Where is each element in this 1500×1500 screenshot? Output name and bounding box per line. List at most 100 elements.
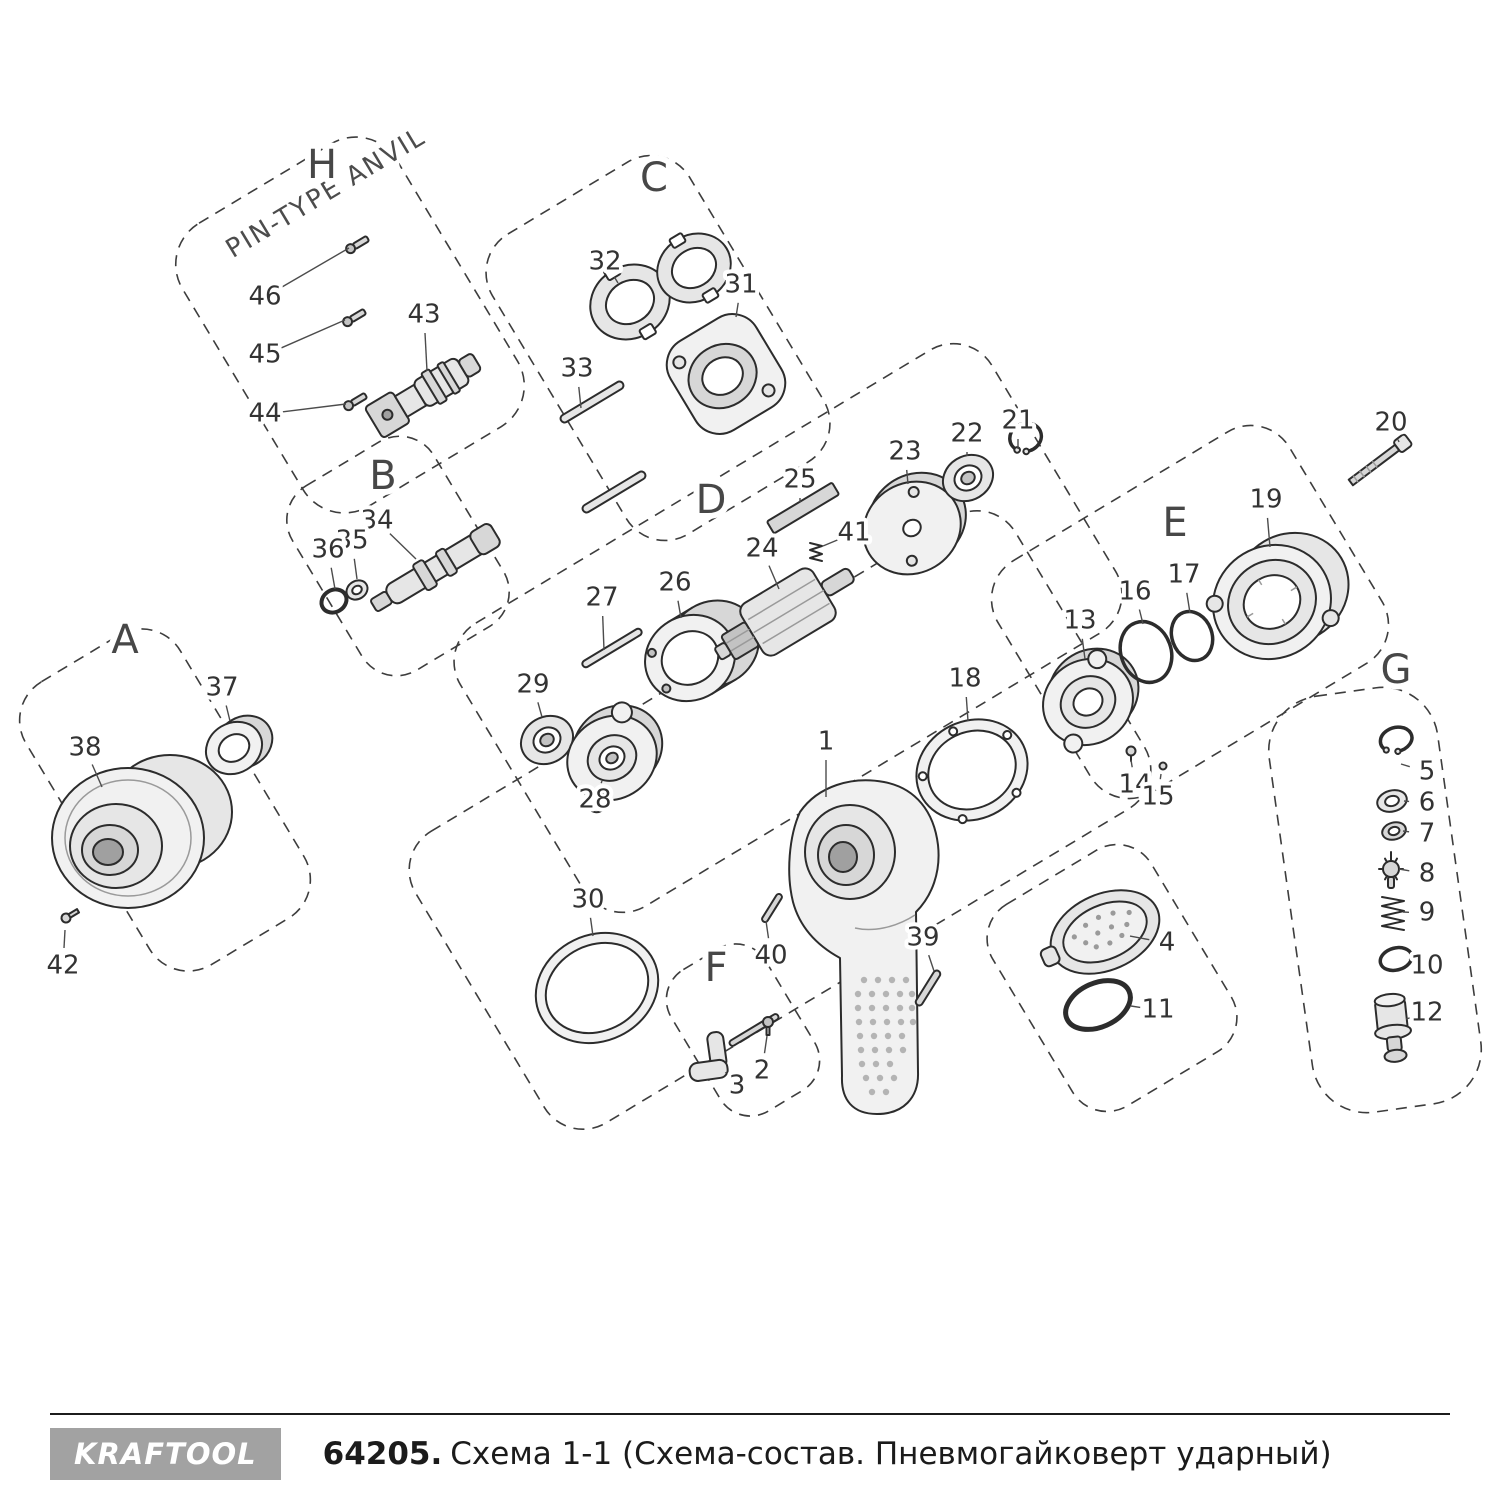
part-44-pin bbox=[343, 392, 368, 412]
leader-line-42 bbox=[63, 929, 66, 949]
leader-line-43 bbox=[424, 332, 428, 372]
group-label-D: D bbox=[696, 477, 727, 523]
part-41-spring bbox=[809, 542, 823, 562]
leader-line-10 bbox=[1408, 958, 1411, 961]
leader-line-20 bbox=[1397, 439, 1400, 443]
part-number-16: 16 bbox=[1118, 577, 1151, 607]
part-13-cam-plate bbox=[1042, 647, 1140, 754]
part-29-bearing bbox=[520, 714, 574, 766]
part-43-pin-type-anvil bbox=[364, 353, 482, 438]
part-27-pin bbox=[581, 627, 643, 669]
leader-line-31 bbox=[735, 302, 739, 318]
leader-line-37 bbox=[225, 705, 231, 722]
part-number-39: 39 bbox=[906, 923, 939, 953]
part-number-19: 19 bbox=[1249, 485, 1282, 515]
part-20-screw bbox=[1347, 433, 1413, 487]
leader-line-2 bbox=[763, 1035, 768, 1054]
part-28-front-end-plate bbox=[566, 701, 664, 814]
part-number-2: 2 bbox=[754, 1056, 771, 1086]
part-number-21: 21 bbox=[1001, 406, 1034, 436]
part-23-rear-end-plate bbox=[862, 471, 967, 576]
part-33-hammer-pin-b bbox=[581, 470, 647, 514]
part-number-43: 43 bbox=[407, 300, 440, 330]
group-label-A: A bbox=[111, 617, 139, 663]
part-8-reverse-valve-stem bbox=[1378, 851, 1404, 889]
leader-line-33 bbox=[578, 386, 582, 409]
part-number-36: 36 bbox=[311, 535, 344, 565]
part-number-28: 28 bbox=[578, 785, 611, 815]
leader-line-38 bbox=[91, 764, 103, 788]
leader-line-30 bbox=[589, 917, 594, 937]
part-number-42: 42 bbox=[46, 951, 79, 981]
group-label-B: B bbox=[369, 453, 396, 499]
leader-line-11 bbox=[1130, 1005, 1141, 1009]
part-6-washer bbox=[1376, 789, 1408, 813]
diagram-title: 64205.Схема 1-1 (Схема-состав. Пневмогай… bbox=[323, 1436, 1332, 1472]
leader-line-36 bbox=[330, 567, 336, 590]
part-number-38: 38 bbox=[68, 733, 101, 763]
group-box-g bbox=[1267, 686, 1483, 1114]
group-box-b bbox=[286, 435, 510, 677]
part-33-hammer-pin-a bbox=[559, 380, 625, 424]
leader-line-26 bbox=[677, 600, 682, 619]
part-number-27: 27 bbox=[585, 583, 618, 613]
group-label-F: F bbox=[704, 945, 727, 991]
leader-line-29 bbox=[537, 702, 543, 718]
leader-line-14 bbox=[1130, 759, 1133, 768]
part-34-anvil-shaft bbox=[370, 523, 501, 612]
part-number-44: 44 bbox=[248, 399, 281, 429]
part-number-14: 14 bbox=[1118, 770, 1151, 800]
part-18-gasket bbox=[915, 718, 1029, 825]
leader-line-45 bbox=[281, 319, 346, 349]
leader-line-3 bbox=[724, 1071, 727, 1074]
part-31-hammer-cage bbox=[665, 313, 787, 435]
part-26-cylinder bbox=[644, 599, 760, 703]
part-number-29: 29 bbox=[516, 670, 549, 700]
group-label-G: G bbox=[1381, 647, 1412, 693]
part-number-11: 11 bbox=[1141, 995, 1174, 1025]
part-45-spring-pin bbox=[342, 308, 367, 328]
leader-line-34 bbox=[389, 533, 417, 560]
part-4-exhaust-deflector bbox=[1039, 889, 1161, 975]
diagram-code: 64205. bbox=[322, 1436, 443, 1472]
part-16-o-ring bbox=[1118, 619, 1174, 685]
part-number-1: 1 bbox=[818, 727, 835, 757]
leader-line-32 bbox=[613, 276, 619, 284]
group-box-f bbox=[665, 943, 821, 1117]
part-number-15: 15 bbox=[1141, 782, 1174, 812]
part-number-40: 40 bbox=[754, 941, 787, 971]
part-number-17: 17 bbox=[1167, 560, 1200, 590]
leader-line-46 bbox=[280, 247, 350, 289]
part-number-22: 22 bbox=[950, 419, 983, 449]
part-number-26: 26 bbox=[658, 568, 691, 598]
leader-line-12 bbox=[1405, 1017, 1410, 1020]
part-3-trigger bbox=[688, 1031, 729, 1082]
kraftool-logo: KRAFTOOL bbox=[50, 1428, 281, 1480]
part-number-37: 37 bbox=[205, 673, 238, 703]
leader-line-19 bbox=[1266, 517, 1271, 548]
group-label-C: C bbox=[640, 155, 668, 201]
part-11-o-ring bbox=[1063, 978, 1133, 1032]
part-number-5: 5 bbox=[1419, 757, 1436, 787]
leader-line-18 bbox=[965, 696, 969, 722]
leader-line-40 bbox=[765, 920, 770, 939]
leader-line-28 bbox=[600, 780, 603, 784]
part-number-3: 3 bbox=[729, 1071, 746, 1101]
leader-line-39 bbox=[928, 954, 935, 972]
part-number-41: 41 bbox=[837, 518, 870, 548]
part-24-rotor bbox=[714, 567, 855, 661]
part-number-45: 45 bbox=[248, 340, 281, 370]
part-2-trigger-pin bbox=[762, 1016, 774, 1036]
group-label-E: E bbox=[1162, 500, 1187, 546]
leader-line-27 bbox=[602, 615, 605, 651]
part-14-screw bbox=[1125, 745, 1137, 762]
part-number-35: 35 bbox=[335, 526, 368, 556]
part-number-33: 33 bbox=[560, 354, 593, 384]
part-number-8: 8 bbox=[1419, 859, 1436, 889]
part-32-cam-ring-a bbox=[589, 263, 671, 341]
diagram-caption: Схема 1-1 (Схема-состав. Пневмогайковерт… bbox=[450, 1436, 1332, 1472]
part-number-32: 32 bbox=[588, 247, 621, 277]
leader-line-44 bbox=[282, 403, 347, 413]
